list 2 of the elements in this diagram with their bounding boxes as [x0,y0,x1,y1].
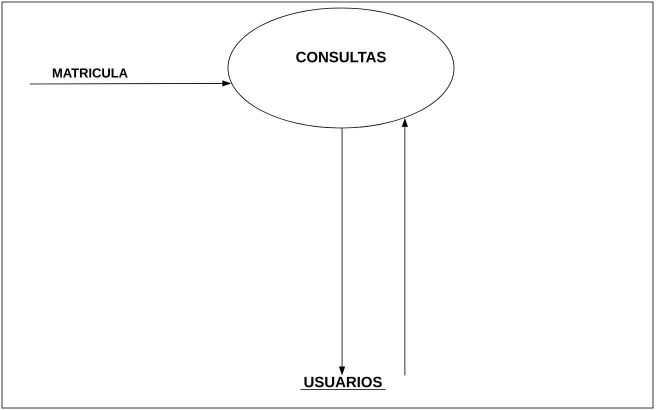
data-store: USUARIOS [300,376,386,390]
edge-label: MATRICULA [52,68,128,78]
